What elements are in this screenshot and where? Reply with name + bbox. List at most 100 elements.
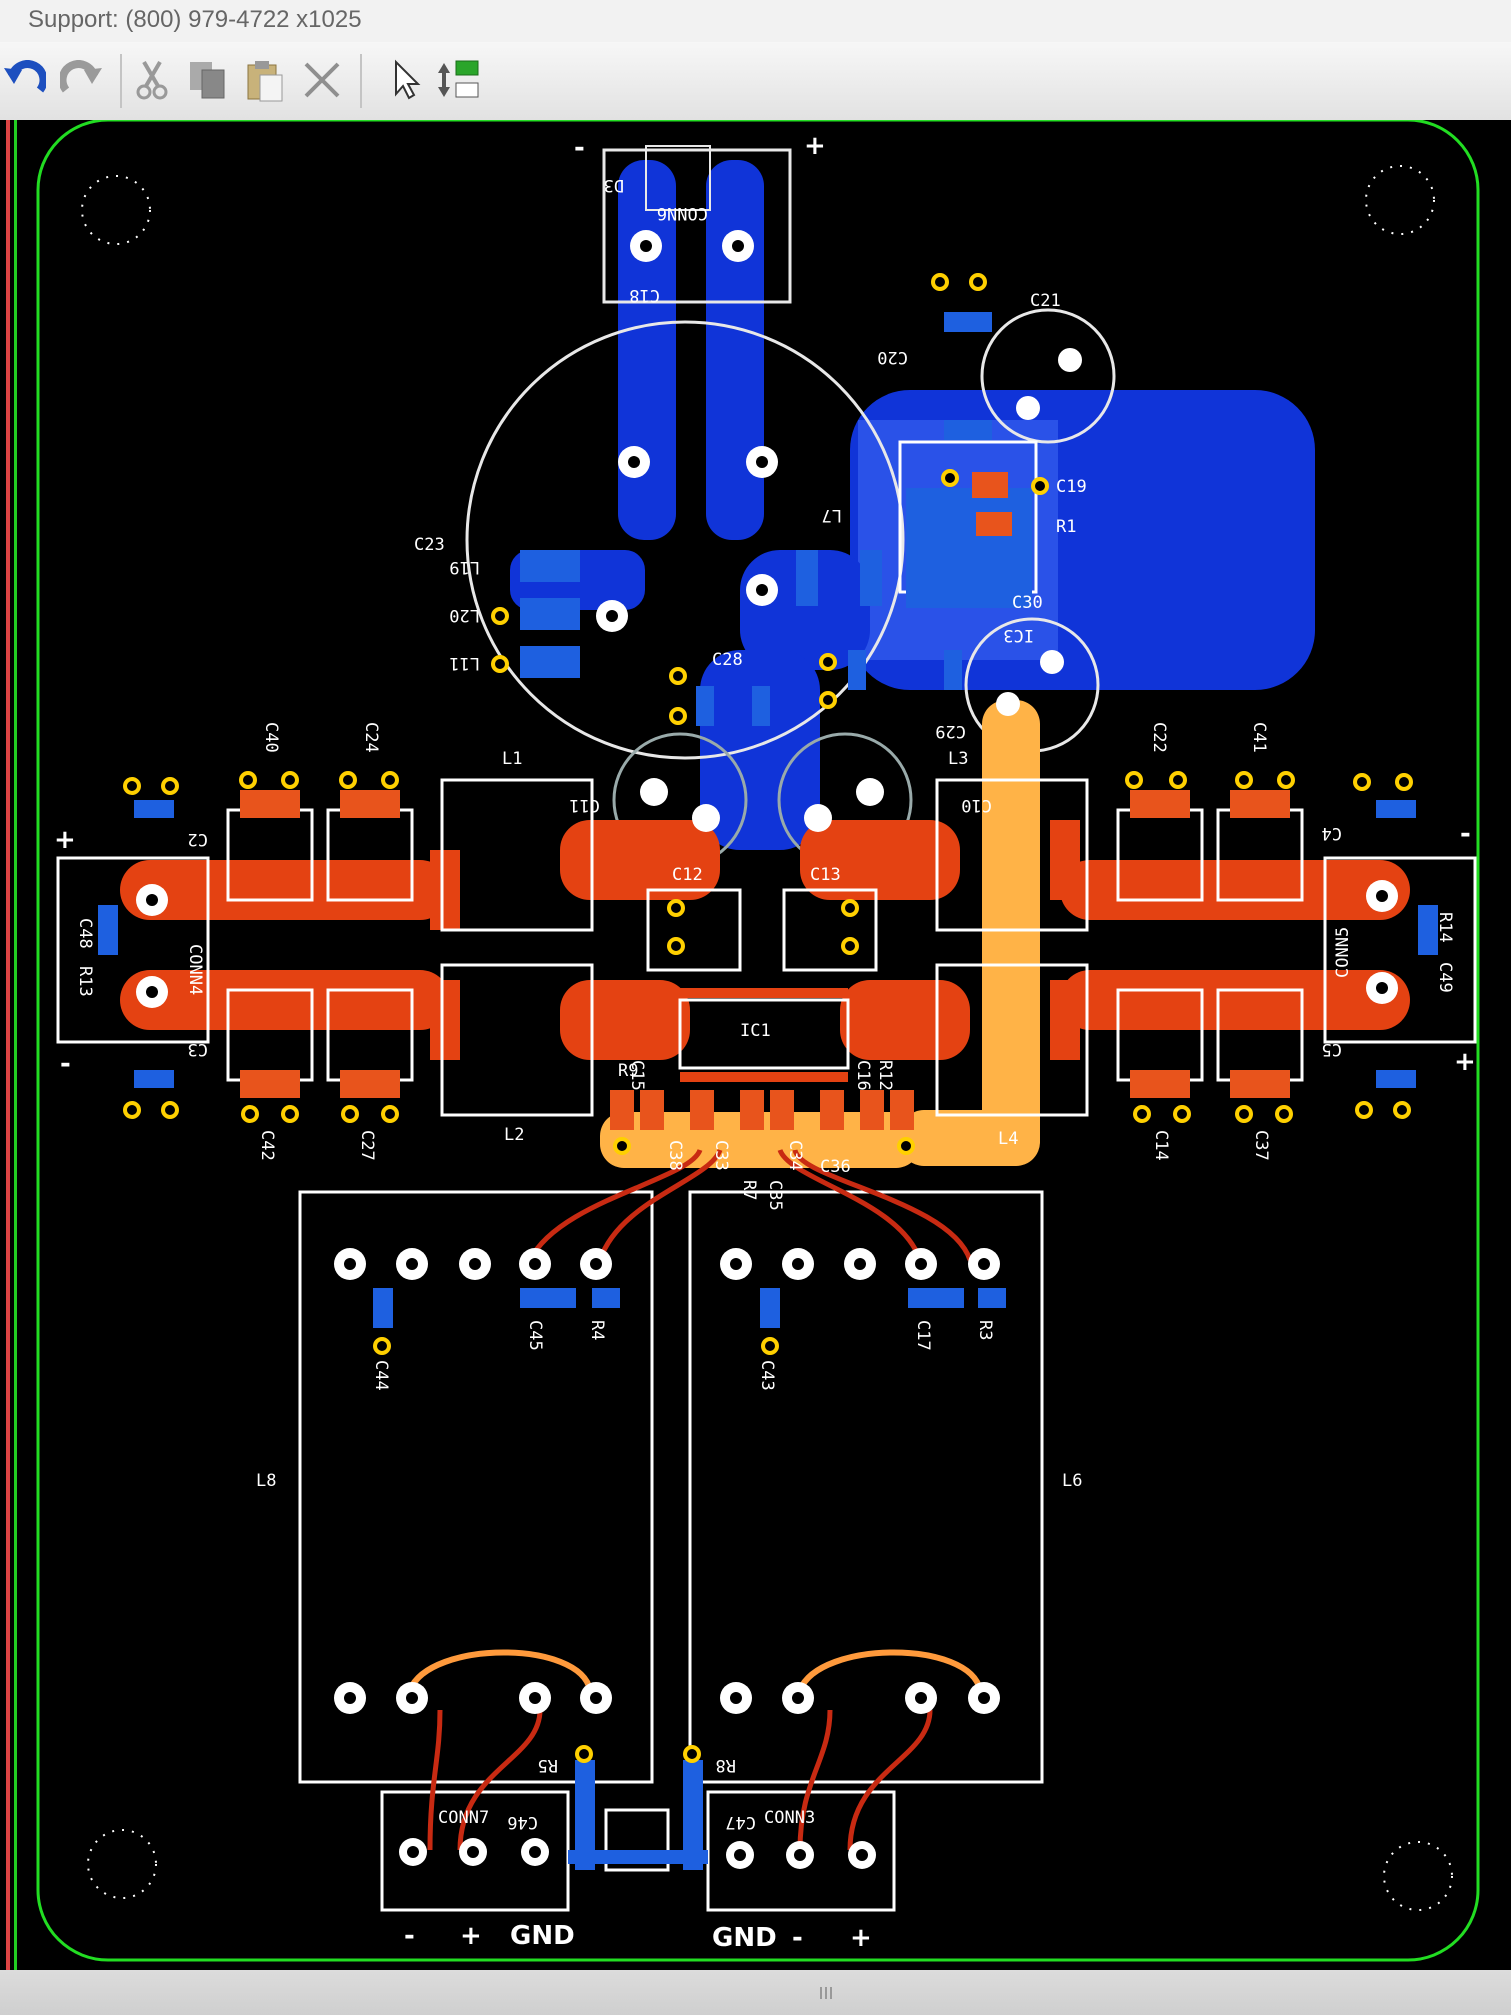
label-c22: C22 [1149,722,1169,753]
polarity-markers: - + + - - + - + GND GND - + [54,131,1476,1953]
label-r3: R3 [975,1320,995,1340]
label-c4: C4 [1322,823,1342,843]
status-bar [0,1970,1511,2015]
paste-button[interactable] [240,56,288,104]
conn3-terminal-gnd: GND [712,1923,777,1953]
label-c3: C3 [188,1039,208,1059]
smd-pads-top [240,472,1290,1130]
label-c45: C45 [525,1320,545,1351]
label-conn6: CONN6 [657,203,708,223]
label-ic3: IC3 [1003,625,1034,645]
label-l7: L7 [822,505,842,525]
label-c38: C38 [665,1140,685,1171]
l8-outline [298,1190,654,1784]
flip-layer-button[interactable] [434,56,482,104]
label-l4: L4 [998,1129,1018,1149]
conn3-terminal-plus: + [850,1923,872,1953]
label-l2: L2 [504,1125,524,1145]
conn4-outline [56,856,210,1044]
label-conn4: CONN4 [185,944,205,995]
label-conn5: CONN5 [1333,927,1353,978]
label-d3: D3 [604,175,624,195]
label-c40: C40 [261,722,281,753]
board-outline [36,120,1480,1962]
label-c46: C46 [507,1812,538,1832]
resize-grip[interactable] [820,1986,844,1999]
redo-button[interactable] [58,56,106,104]
label-c43: C43 [757,1360,777,1391]
label-l6: L6 [1062,1471,1082,1491]
label-c30: C30 [1012,593,1043,613]
label-l19: L19 [449,557,480,577]
top-plus-mark: + [804,131,826,161]
bottom-copper-traces [510,160,870,850]
clipboard-icon [247,61,283,102]
select-pointer-button[interactable] [380,56,428,104]
label-c33: C33 [711,1140,731,1171]
copy-button[interactable] [184,56,232,104]
label-c15: C15 [627,1060,647,1091]
pointer-arrow-icon [395,59,421,100]
label-r12: R12 [875,1060,895,1091]
label-c21: C21 [1030,291,1061,311]
smd-pads-bottom [98,312,1438,1870]
pcb-layout-svg[interactable]: CONN6 D3 C18 C21 C20 C19 R1 C23 L19 L20 … [0,120,1511,1970]
main-toolbar [0,42,1511,121]
label-conn7: CONN7 [438,1808,489,1828]
c21-outline [980,308,1116,444]
pcb-canvas[interactable]: CONN6 D3 C18 C21 C20 C19 R1 C23 L19 L20 … [0,120,1511,1970]
delete-button[interactable] [298,56,346,104]
label-c42: C42 [257,1130,277,1161]
copy-icon [190,62,225,99]
conn3-terminal-minus: - [792,1923,803,1953]
label-c27: C27 [357,1130,377,1161]
label-c18: C18 [629,285,660,305]
conn7-terminal-plus: + [460,1921,482,1951]
label-c11: C11 [569,795,600,815]
mounting-holes [81,165,1453,1911]
label-c2: C2 [188,829,208,849]
left-plus-mark: + [54,825,76,855]
label-c13: C13 [810,865,841,885]
label-c47: C47 [725,1812,756,1832]
c23-outline [465,320,905,760]
label-c36: C36 [820,1157,851,1177]
right-plus-mark: + [1454,1047,1476,1077]
label-l3: L3 [948,749,968,769]
label-c49: C49 [1435,962,1455,993]
delete-x-icon [304,62,340,98]
top-minus-mark: - [574,133,585,163]
label-c23: C23 [414,535,445,555]
label-c48: C48 [75,918,95,949]
label-c20: C20 [877,347,908,367]
conn7-terminal-gnd: GND [510,1921,575,1951]
through-hole-pads [136,230,1398,1869]
label-c10: C10 [961,795,992,815]
right-minus-mark: - [1460,819,1471,849]
layer-flip-icon [438,60,479,98]
label-ic1: IC1 [740,1021,771,1041]
label-r7: R7 [739,1180,759,1200]
label-c37: C37 [1251,1130,1271,1161]
label-r14: R14 [1435,912,1455,943]
redo-icon [60,60,102,93]
signal-traces [427,1148,973,1851]
support-phone-text: Support: (800) 979-4722 x1025 [28,6,362,33]
label-l1: L1 [502,749,522,769]
label-c14: C14 [1151,1130,1171,1161]
label-l8: L8 [256,1471,276,1491]
undo-button[interactable] [0,56,48,104]
label-c28: C28 [712,650,743,670]
label-c44: C44 [371,1360,391,1391]
cut-button[interactable] [128,56,176,104]
label-conn3: CONN3 [764,1808,815,1828]
label-c24: C24 [361,722,381,753]
label-c34: C34 [785,1140,805,1171]
left-minus-mark: - [60,1049,71,1079]
label-c12: C12 [672,865,703,885]
window-title-bar: Support: (800) 979-4722 x1025 [0,0,1511,42]
label-c19: C19 [1056,477,1087,497]
inductor-outlines [440,778,1089,1117]
label-c5: C5 [1322,1039,1342,1059]
ic1-pins [680,988,848,1082]
